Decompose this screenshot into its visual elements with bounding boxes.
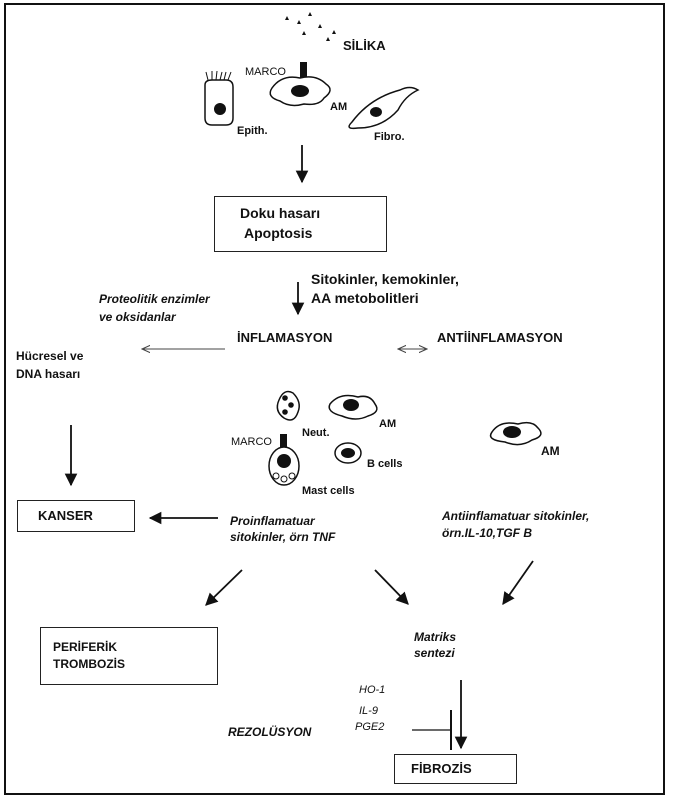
periferik-box: [40, 627, 218, 685]
inflamasyon-label: İNFLAMASYON: [237, 330, 333, 345]
silica-particles: [285, 12, 336, 41]
kanser-label: KANSER: [38, 508, 93, 523]
fibroblast-cell: [348, 86, 420, 130]
epith-label: Epith.: [237, 125, 268, 137]
macrophage-middle: [328, 394, 378, 420]
macrophage-top: [269, 76, 331, 107]
diagram-frame: [4, 3, 665, 795]
matriks-label-1: Matriks: [414, 630, 457, 644]
neutrophil-cell: [276, 390, 300, 421]
mast-cell: [268, 446, 300, 486]
matriks-label-2: sentezi: [414, 646, 455, 660]
neut-label: Neut.: [302, 427, 330, 439]
fibro-label: Fibro.: [374, 131, 405, 143]
hucresel-label-1: Hücresel ve: [16, 349, 84, 363]
apoptosis-label: Apoptosis: [244, 225, 313, 241]
il9-label: IL-9: [359, 705, 378, 717]
rezolusyon-label: REZOLÜSYON: [228, 725, 312, 739]
proinflamatuar-label-2: sitokinler, örn TNF: [230, 530, 336, 544]
silika-label: SİLİKA: [343, 38, 386, 53]
epithelial-cell: [204, 70, 234, 126]
antiinflamasyon-label: ANTİİNFLAMASYON: [437, 330, 563, 345]
macrophage-right: [489, 421, 542, 446]
antiinflamatuar-label-2: örn.IL-10,TGF B: [442, 526, 532, 540]
sitokinler-label-1: Sitokinler, kemokinler,: [311, 271, 459, 287]
doku-hasari-box: [214, 196, 387, 252]
marco-label-middle: MARCO: [231, 436, 272, 448]
mast-cells-label: Mast cells: [302, 485, 355, 497]
doku-hasari-label: Doku hasarı: [240, 205, 321, 221]
marco-receptor-middle: [280, 434, 287, 449]
proinflamatuar-label-1: Proinflamatuar: [230, 514, 315, 528]
kanser-box: [17, 500, 135, 532]
b-cells-label: B cells: [367, 458, 403, 470]
proteolitik-label-1: Proteolitik enzimler: [99, 292, 210, 306]
proteolitik-label-2: ve oksidanlar: [99, 310, 176, 324]
fibrozis-label: FİBROZİS: [411, 761, 472, 776]
marco-label-top: MARCO: [245, 66, 286, 78]
hucresel-label-2: DNA hasarı: [16, 367, 81, 381]
am-label-top: AM: [330, 101, 348, 113]
am-label-right: AM: [541, 444, 560, 458]
ho1-label: HO-1: [359, 684, 386, 696]
periferik-label-2: TROMBOZİS: [53, 657, 125, 671]
antiinflamatuar-label-1: Antiinflamatuar sitokinler,: [442, 509, 590, 523]
periferik-label-1: PERİFERİK: [53, 640, 118, 654]
pge2-label: PGE2: [355, 721, 385, 733]
b-cell: [334, 442, 362, 464]
marco-receptor-top: [300, 62, 307, 79]
fibrozis-box: [394, 754, 517, 784]
am-label-middle: AM: [379, 418, 397, 430]
sitokinler-label-2: AA metobolitleri: [311, 290, 419, 306]
